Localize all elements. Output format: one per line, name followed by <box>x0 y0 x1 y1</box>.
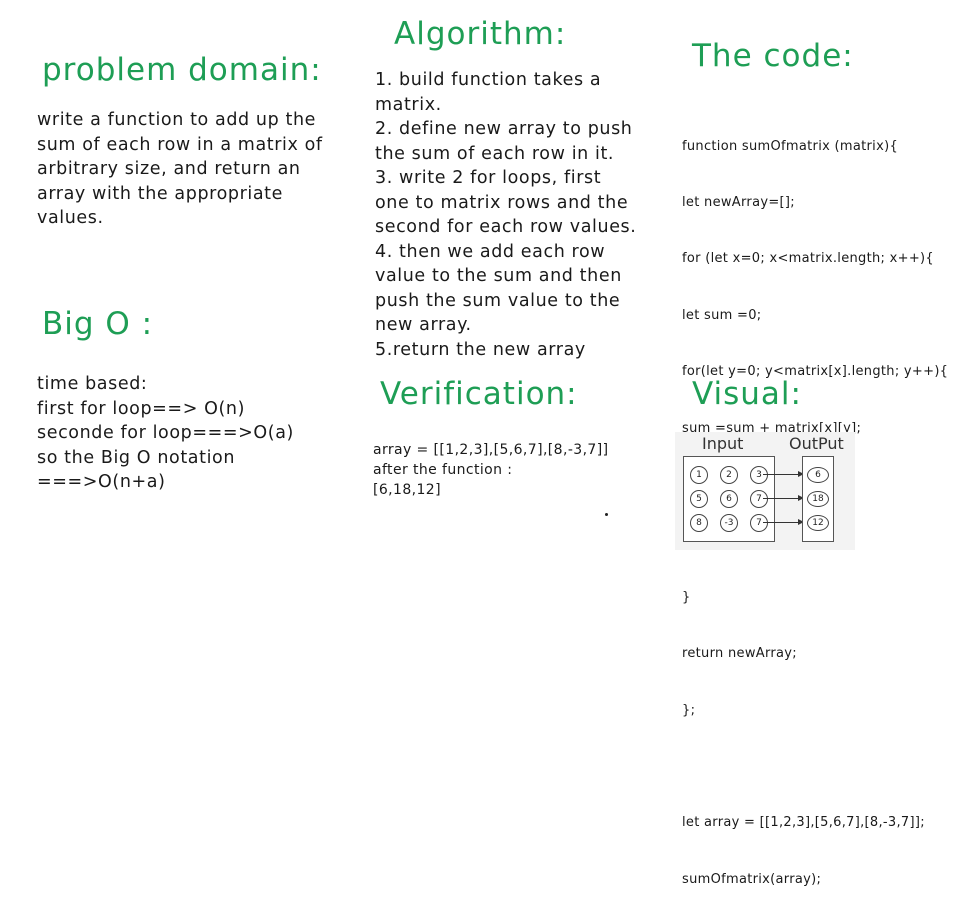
input-matrix: 1 2 3 5 6 7 8 -3 7 <box>683 456 775 542</box>
text-line: [6,18,12] <box>373 482 441 498</box>
code-line: let sum =0; <box>682 307 762 323</box>
matrix-cell: 1 <box>690 466 708 484</box>
matrix-cell: 3 <box>750 466 768 484</box>
code-line: let array = [[1,2,3],[5,6,7],[8,-3,7]]; <box>682 815 925 831</box>
text-line: sum of each row in a matrix of <box>37 134 323 155</box>
text-line: time based: <box>37 374 148 394</box>
text-line: after the function : <box>373 462 513 478</box>
matrix-cell: 7 <box>750 490 768 508</box>
output-cell: 6 <box>807 467 829 483</box>
text-line: value to the sum and then <box>375 266 622 286</box>
text-line: 5.return the new array <box>375 339 586 360</box>
code-line: let newArray=[]; <box>682 194 795 210</box>
text-line: first for loop==> O(n) <box>37 398 246 419</box>
text-line: new array. <box>375 315 472 335</box>
text-line: ===>O(n+a) <box>37 472 166 492</box>
code-line: return newArray; <box>682 646 797 662</box>
code-line: for(let y=0; y<matrix[x].length; y++){ <box>682 364 949 380</box>
text-line: so the Big O notation <box>37 447 236 468</box>
verification-text: array = [[1,2,3],[5,6,7],[8,-3,7]] after… <box>373 440 608 500</box>
arrow-icon <box>763 495 804 501</box>
text-line: arbitrary size, and return an <box>37 159 301 179</box>
matrix-cell: 7 <box>750 514 768 532</box>
big-o-text: time based: first for loop==> O(n) secon… <box>37 372 294 495</box>
arrow-icon <box>763 471 804 477</box>
code-line: sumOfmatrix(array); <box>682 871 822 887</box>
code-line: } <box>682 589 691 605</box>
code-line: for (let x=0; x<matrix.length; x++){ <box>682 251 934 267</box>
problem-domain-heading: problem domain: <box>42 52 322 88</box>
big-o-heading: Big O : <box>42 306 154 342</box>
text-line: one to matrix rows and the <box>375 192 629 213</box>
text-line: array = [[1,2,3],[5,6,7],[8,-3,7]] <box>373 442 609 458</box>
text-line: second for each row values. <box>375 217 637 237</box>
code-line: }; <box>682 702 696 718</box>
matrix-cell: 5 <box>690 490 708 508</box>
text-line: 3. write 2 for loops, first <box>375 168 602 188</box>
output-cell: 12 <box>807 515 829 531</box>
text-line: the sum of each row in it. <box>375 143 615 164</box>
text-line: push the sum value to the <box>375 290 621 311</box>
text-line: values. <box>37 208 104 228</box>
visual-heading: Visual: <box>692 376 802 412</box>
code-line <box>682 758 948 777</box>
arrow-icon <box>763 519 804 525</box>
code-heading: The code: <box>692 38 854 74</box>
output-cell: 18 <box>807 491 829 507</box>
visual-diagram: Input OutPut 1 2 3 5 6 7 8 -3 7 6 18 12 <box>675 432 855 550</box>
text-line: seconde for loop===>O(a) <box>37 423 294 443</box>
text-line: matrix. <box>375 94 442 115</box>
output-array: 6 18 12 <box>802 456 834 542</box>
stray-dot <box>605 513 608 516</box>
matrix-cell: 6 <box>720 490 738 508</box>
algorithm-text: 1. build function takes a matrix. 2. def… <box>375 68 636 362</box>
text-line: 2. define new array to push <box>375 119 633 139</box>
text-line: 1. build function takes a <box>375 70 602 90</box>
matrix-cell: 2 <box>720 466 738 484</box>
verification-heading: Verification: <box>380 376 578 412</box>
text-line: 4. then we add each row <box>375 241 606 262</box>
text-line: array with the appropriate <box>37 183 283 204</box>
code-line: function sumOfmatrix (matrix){ <box>682 138 899 154</box>
text-line: write a function to add up the <box>37 110 317 130</box>
matrix-cell: -3 <box>720 514 738 532</box>
output-label: OutPut <box>789 434 844 453</box>
problem-domain-text: write a function to add up the sum of ea… <box>37 108 323 231</box>
code-line: sum =sum + matrix[x][y]; <box>682 420 862 436</box>
matrix-cell: 8 <box>690 514 708 532</box>
algorithm-heading: Algorithm: <box>394 16 567 52</box>
input-label: Input <box>702 434 744 453</box>
